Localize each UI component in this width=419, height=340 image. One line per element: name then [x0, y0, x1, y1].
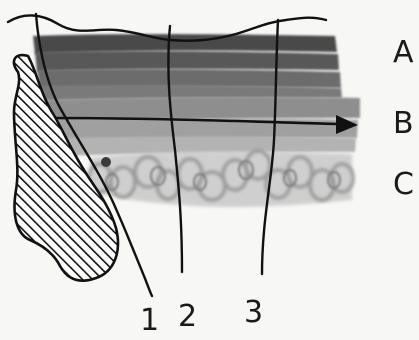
- label-1: 1: [140, 303, 159, 338]
- dot-marker: [101, 157, 111, 167]
- band-a: [33, 34, 342, 101]
- band-b: [42, 97, 360, 156]
- band-c: [89, 151, 353, 207]
- label-3: 3: [244, 295, 263, 330]
- label-2: 2: [178, 299, 197, 334]
- label-a: A: [393, 35, 414, 70]
- label-b: B: [393, 106, 414, 141]
- label-c: C: [393, 167, 414, 202]
